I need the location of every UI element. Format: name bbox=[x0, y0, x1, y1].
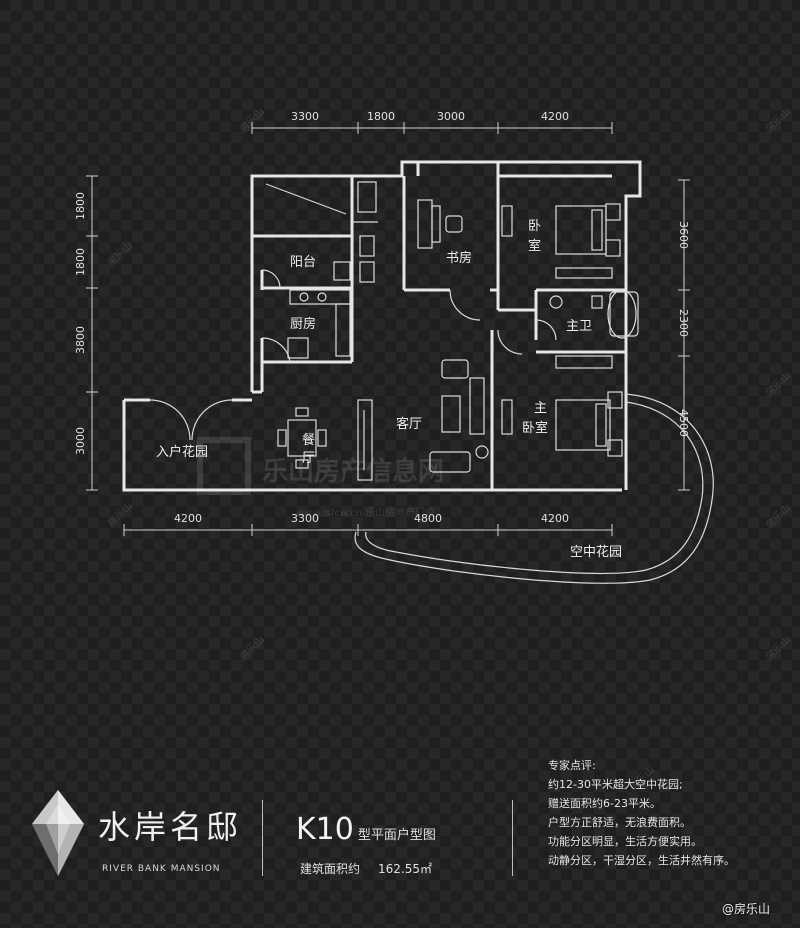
room-label-master-bedroom-2: 卧室 bbox=[522, 420, 548, 436]
room-label-sky-garden: 空中花园 bbox=[570, 544, 622, 560]
dim-bottom-1: 4200 bbox=[174, 512, 202, 525]
expert-notes-title: 专家点评: bbox=[548, 759, 596, 772]
balcony-washer bbox=[333, 261, 351, 281]
bottom-dimension-line bbox=[123, 524, 613, 536]
room-label-dining-2: 厅 bbox=[302, 451, 315, 466]
room-label-bedroom-1: 卧 bbox=[528, 219, 541, 234]
brand-block: 水岸名邸 RIVER BANK MANSION bbox=[26, 776, 276, 886]
left-dimension-line bbox=[86, 175, 98, 491]
unit-code: K10 bbox=[296, 812, 354, 847]
expert-note-line: 赠送面积约6-23平米。 bbox=[548, 797, 661, 810]
room-label-living: 客厅 bbox=[396, 416, 422, 432]
dim-left-3: 3800 bbox=[74, 326, 87, 354]
dim-right-2: 2300 bbox=[677, 309, 690, 337]
living-room-furniture bbox=[357, 359, 489, 481]
area-label: 建筑面积约 bbox=[300, 862, 361, 876]
diamond-logo-icon bbox=[32, 790, 84, 876]
dim-top-4: 4200 bbox=[541, 110, 569, 123]
dim-right-1: 3600 bbox=[677, 221, 690, 249]
expert-note-line: 功能分区明显，生活方便实用。 bbox=[548, 835, 702, 848]
floor-plan: 3300 1800 3000 4200 4200 3300 4800 4200 … bbox=[74, 110, 714, 584]
brand-name-cn: 水岸名邸 bbox=[98, 808, 243, 846]
dim-top-2: 1800 bbox=[367, 110, 395, 123]
unit-type-label: 型平面户型图 bbox=[357, 828, 436, 843]
expert-note-line: 约12-30平米超大空中花园; bbox=[548, 778, 683, 791]
dim-right-3: 4500 bbox=[677, 409, 690, 437]
dim-left-1: 1800 bbox=[74, 192, 87, 220]
expert-notes: 专家点评: 约12-30平米超大空中花园; 赠送面积约6-23平米。 户型方正舒… bbox=[548, 756, 735, 870]
dim-top-1: 3300 bbox=[291, 110, 319, 123]
room-label-dining-1: 餐 bbox=[302, 432, 315, 448]
room-label-balcony: 阳台 bbox=[290, 255, 316, 270]
sky-garden-outline bbox=[354, 393, 714, 584]
room-label-master-bath: 主卫 bbox=[566, 319, 592, 334]
room-label-master-bedroom-1: 主 bbox=[534, 401, 547, 416]
balcony-rail bbox=[265, 183, 347, 215]
sky-garden-outline-inner bbox=[365, 401, 704, 574]
room-label-entry-garden: 入户花园 bbox=[156, 444, 208, 460]
dim-top-3: 3000 bbox=[437, 110, 465, 123]
room-label-study: 书房 bbox=[446, 250, 472, 266]
dining-set bbox=[277, 407, 327, 469]
area-value: 162.55㎡ bbox=[378, 862, 433, 876]
dim-left-2: 1800 bbox=[74, 248, 87, 276]
kitchen-counter bbox=[287, 289, 351, 359]
bathroom-fixtures bbox=[352, 181, 378, 283]
doors bbox=[149, 269, 557, 441]
expert-note-line: 动静分区，干湿分区，生活井然有序。 bbox=[548, 854, 735, 867]
divider bbox=[262, 800, 263, 876]
bedroom-bed bbox=[501, 203, 621, 279]
dim-left-4: 3000 bbox=[74, 427, 87, 455]
dim-bottom-4: 4200 bbox=[541, 512, 569, 525]
top-dimension-line bbox=[251, 122, 613, 134]
room-label-bedroom-2: 室 bbox=[528, 238, 541, 254]
expert-note-line: 户型方正舒适，无浪费面积。 bbox=[548, 816, 691, 829]
room-label-kitchen: 厨房 bbox=[290, 316, 316, 332]
unit-area: 建筑面积约 162.55㎡ bbox=[300, 860, 432, 877]
brand-name-en: RIVER BANK MANSION bbox=[102, 864, 221, 874]
right-dimension-line bbox=[678, 179, 690, 491]
master-bed bbox=[501, 355, 623, 457]
study-desk bbox=[417, 199, 463, 249]
source-credit: @房乐山 bbox=[721, 902, 770, 916]
divider bbox=[512, 800, 513, 876]
watermark-url-text: www.lsfcw.cn 乐山房地产门户 bbox=[296, 506, 435, 519]
watermark: 乐山房产信息网 www.lsfcw.cn 乐山房地产门户 bbox=[197, 437, 444, 519]
dim-bottom-2: 3300 bbox=[291, 512, 319, 525]
watermark-main-text: 乐山房产信息网 bbox=[262, 456, 444, 487]
interior-walls bbox=[252, 176, 626, 490]
dim-bottom-3: 4800 bbox=[414, 512, 442, 525]
master-bath-fixtures bbox=[549, 289, 639, 339]
